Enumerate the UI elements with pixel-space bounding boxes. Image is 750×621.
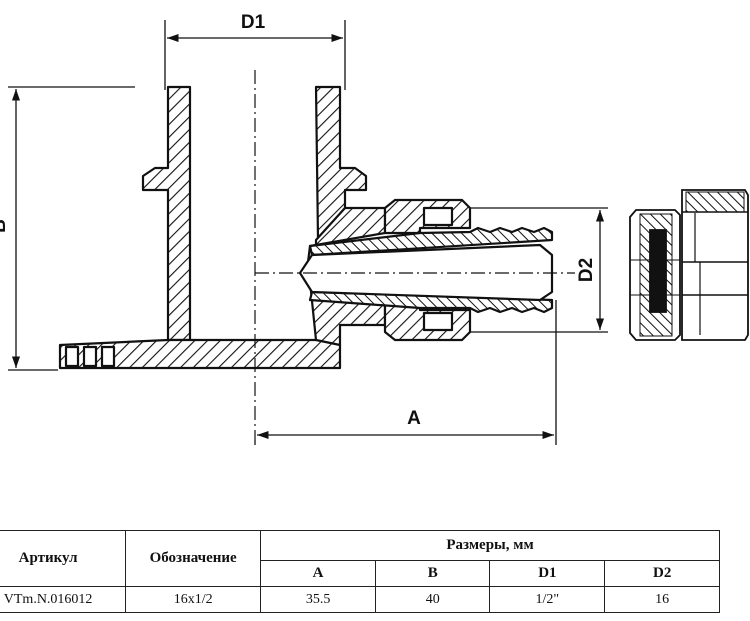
pipe-insert bbox=[308, 226, 554, 257]
cell-a: 35.5 bbox=[260, 586, 377, 613]
dim-label-b: B bbox=[0, 219, 10, 233]
header-b: B bbox=[375, 560, 491, 587]
cell-b: 40 bbox=[375, 586, 491, 613]
dimensions-table: Артикул Обозначение Размеры, мм A B D1 D… bbox=[0, 530, 720, 613]
header-article: Артикул bbox=[0, 530, 127, 587]
dimension-d1 bbox=[164, 20, 346, 90]
dim-label-a: A bbox=[407, 408, 421, 429]
fitting-section bbox=[58, 85, 554, 370]
left-wall bbox=[141, 85, 192, 342]
header-d2: D2 bbox=[604, 560, 720, 587]
header-d1: D1 bbox=[489, 560, 606, 587]
header-dimensions: Размеры, мм bbox=[260, 530, 720, 561]
cell-d2: 16 bbox=[604, 586, 720, 613]
cell-article: VTm.N.016012 bbox=[0, 586, 127, 613]
dim-label-d2: D2 bbox=[576, 258, 597, 282]
cell-designation: 16x1/2 bbox=[125, 586, 262, 613]
center-lines bbox=[254, 70, 575, 440]
header-designation: Обозначение bbox=[125, 530, 262, 587]
table-row: VTm.N.016012 16x1/2 35.5 40 1/2" 16 bbox=[0, 586, 720, 613]
dimension-a bbox=[254, 300, 557, 445]
header-a: A bbox=[260, 560, 377, 587]
dimension-b bbox=[8, 86, 135, 371]
dim-label-d1: D1 bbox=[241, 12, 266, 33]
cell-d1: 1/2" bbox=[489, 586, 606, 613]
dimension-d2 bbox=[470, 207, 608, 333]
nut-side-view bbox=[629, 189, 749, 341]
